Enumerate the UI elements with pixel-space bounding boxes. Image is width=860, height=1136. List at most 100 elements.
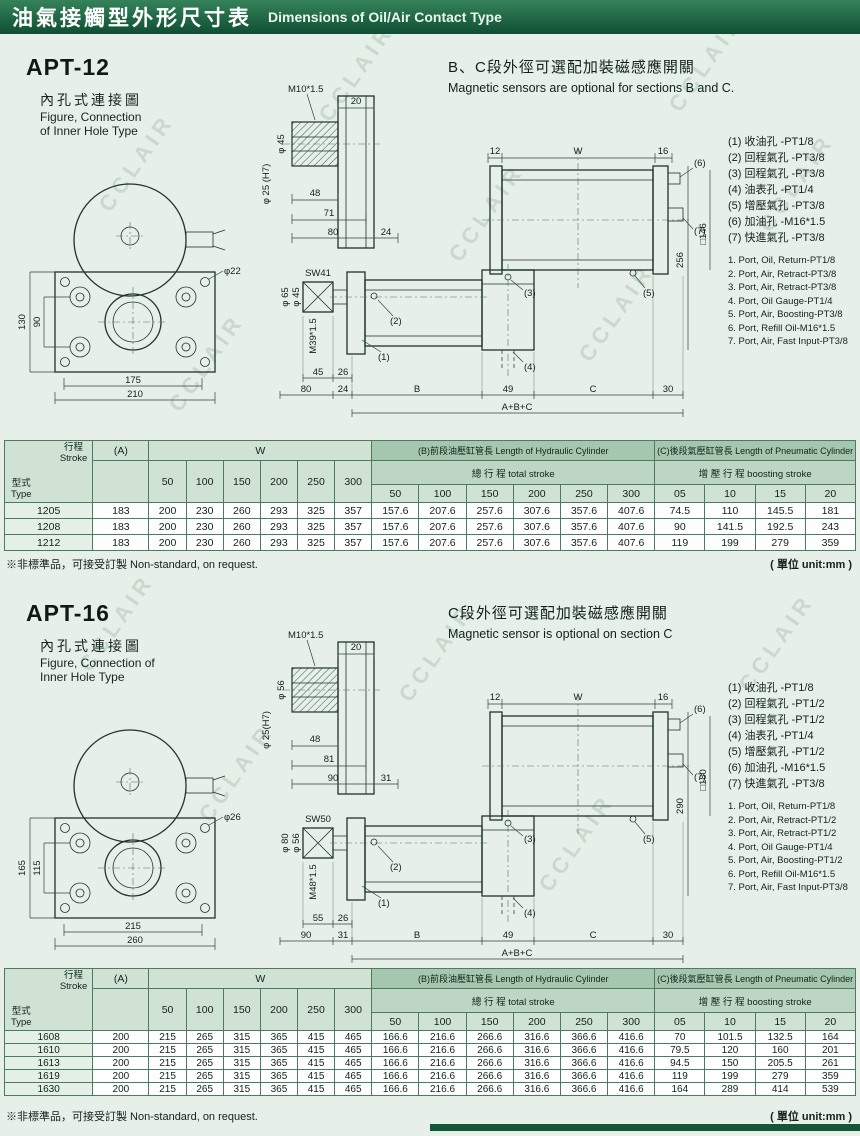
port-item-en: 6. Port, Refill Oil-M16*1.5 [728, 868, 836, 880]
dim-label-c: C [590, 930, 597, 941]
dim-label-square: □146 [698, 223, 709, 245]
apt12-table-footer: ※非標準品，可接受訂製 Non-standard, on request. ( … [6, 556, 856, 572]
dim-label-flange-od: φ 56 [276, 680, 287, 699]
model-title: APT-12 [26, 54, 110, 80]
spec-value-cell: 265 [185, 1030, 224, 1044]
spec-value-cell: 200 [92, 1030, 150, 1044]
spec-value-cell: 215 [148, 1043, 187, 1057]
port-item-zh: (2) 回程氣孔 -PT3/8 [728, 152, 825, 164]
b-col-header: 250 [559, 1012, 609, 1031]
spec-value-cell: 260 [222, 502, 261, 519]
dim-label-s4: 24 [338, 384, 349, 395]
spec-value-cell: 366.6 [559, 1056, 609, 1070]
port-item-zh: (3) 回程氣孔 -PT3/8 [728, 168, 825, 180]
b-col-header: 300 [607, 1012, 656, 1031]
spec-value-cell: 415 [296, 1056, 336, 1070]
spec-value-cell: 415 [296, 1043, 336, 1057]
dim-label-bolt-width: 215 [125, 921, 141, 932]
spec-value-cell: 200 [92, 1069, 150, 1083]
total-stroke-header: 總 行 程 total stroke [371, 460, 656, 485]
w-col-header: 150 [222, 460, 261, 503]
spec-value-cell: 366.6 [559, 1043, 609, 1057]
dim-label-49: 49 [503, 930, 514, 941]
spec-value-cell: 265 [185, 1056, 224, 1070]
dim-label-bolt-height: 90 [32, 317, 43, 328]
spec-value-cell: 289 [704, 1082, 756, 1096]
b-col-header: 300 [607, 484, 656, 503]
spec-value-cell: 141.5 [704, 518, 756, 535]
spec-value-cell: 359 [804, 534, 857, 551]
b-col-header: 100 [418, 1012, 467, 1031]
spec-value-cell: 407.6 [607, 518, 656, 535]
spec-value-cell: 266.6 [465, 1069, 514, 1083]
dim-label-b: B [414, 930, 420, 941]
b-col-header: 150 [465, 1012, 514, 1031]
c-col-header: 20 [804, 484, 857, 503]
spec-value-cell: 205.5 [754, 1056, 806, 1070]
spec-value-cell: 465 [334, 1082, 373, 1096]
port-item-zh: (7) 快進氣孔 -PT3/8 [728, 232, 825, 244]
stroke-zh: 行程 [64, 442, 84, 453]
dim-label-rod-od1: φ 65 [280, 287, 291, 306]
spec-value-cell: 230 [185, 534, 224, 551]
pneumatic-length-header: (C)後段氣壓缸管長 Length of Pneumatic Cylinder [654, 440, 856, 461]
spec-value-cell: 266.6 [465, 1030, 514, 1044]
spec-value-cell: 207.6 [418, 518, 467, 535]
spec-value-cell: 200 [92, 1043, 150, 1057]
footnote-text: ※非標準品，可接受訂製 Non-standard, on request. [6, 559, 258, 571]
spec-value-cell: 279 [754, 534, 806, 551]
w-col-header: 200 [259, 988, 298, 1031]
dim-label-plate-width: 260 [127, 935, 143, 946]
spec-value-cell: 315 [222, 1082, 261, 1096]
spec-value-cell: 357.6 [559, 502, 609, 519]
total-stroke-header: 總 行 程 total stroke [371, 988, 656, 1013]
port-callout-3: (3) [524, 288, 536, 299]
unit-note: ( 單位 unit:mm ) [770, 1111, 852, 1123]
spec-value-cell: 74.5 [654, 502, 706, 519]
dim-label-24: 31 [381, 773, 392, 784]
dim-label-12: 12 [490, 146, 501, 157]
w-col-header: 50 [148, 988, 187, 1031]
port-item-en: 1. Port, Oil, Return-PT1/8 [728, 255, 836, 266]
dim-label-sw: SW50 [305, 814, 331, 825]
spec-value-cell: 407.6 [607, 502, 656, 519]
spec-value-cell: 166.6 [371, 1030, 420, 1044]
figure-caption-en: Figure, Connection of Inner Hole Type [40, 656, 155, 684]
port-item-zh: (1) 收油孔 -PT1/8 [728, 136, 814, 148]
spec-value-cell: 166.6 [371, 1043, 420, 1057]
spec-value-cell: 365 [259, 1069, 298, 1083]
dim-label-71: 81 [324, 754, 335, 765]
dim-label-s3: 80 [301, 384, 312, 395]
port-item-en: 5. Port, Air, Boosting-PT3/8 [728, 309, 843, 320]
b-col-header: 200 [512, 1012, 561, 1031]
w-col-header: 250 [296, 988, 336, 1031]
port-legend: (1) 收油孔 -PT1/8 (2) 回程氣孔 -PT3/8 (3) 回程氣孔 … [728, 134, 860, 349]
dim-label-s1: 45 [313, 367, 324, 378]
spec-value-cell: 207.6 [418, 502, 467, 519]
dim-label-s2: 26 [338, 367, 349, 378]
port-callout-6: (6) [694, 704, 706, 715]
spec-value-cell: 316.6 [512, 1082, 561, 1096]
dim-label-bolt-height: 115 [32, 860, 43, 875]
c-col-header: 10 [704, 484, 756, 503]
port-callout-5: (5) [643, 288, 655, 299]
spec-value-cell: 416.6 [607, 1043, 656, 1057]
empty-header-cell [92, 988, 150, 1031]
dim-label-rod-thread: M39*1.5 [308, 318, 319, 353]
b-col-header: 200 [512, 484, 561, 503]
spec-value-cell: 357.6 [559, 518, 609, 535]
port-callout-7: (7) [694, 226, 706, 237]
type-en: Type [11, 1016, 32, 1028]
sensor-note-zh: B、C段外徑可選配加裝磁感應開關 [448, 59, 695, 76]
spec-value-cell: 216.6 [418, 1030, 467, 1044]
